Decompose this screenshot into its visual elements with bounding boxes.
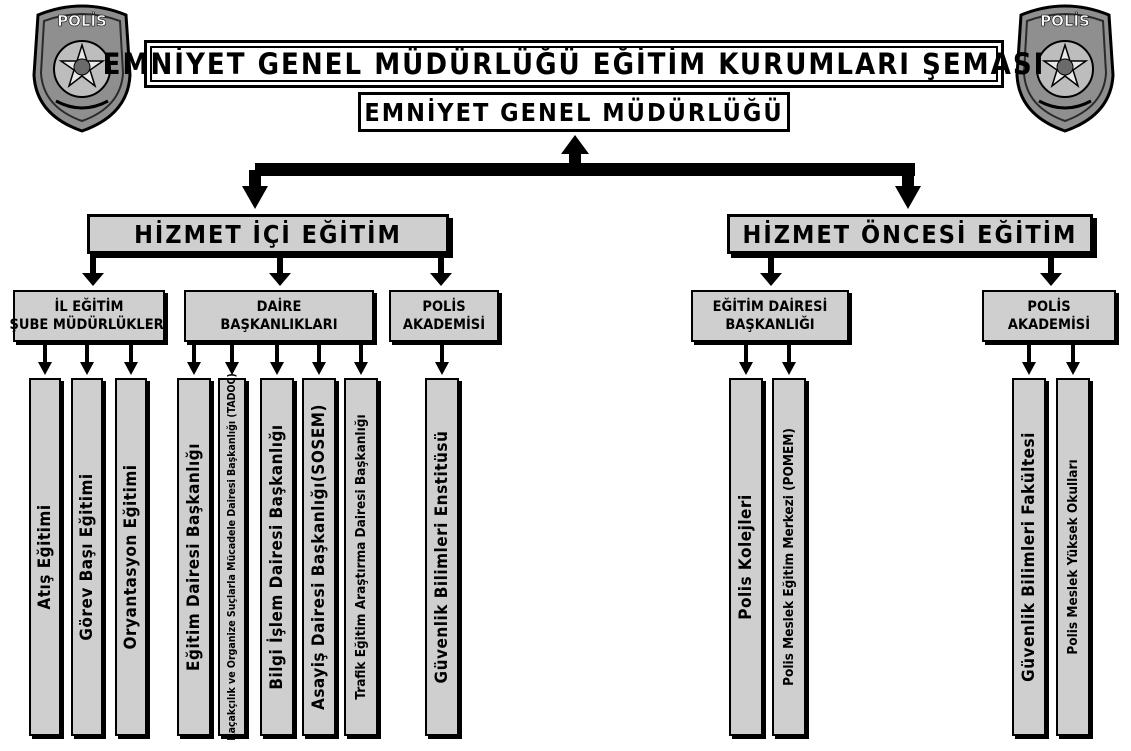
leaf-arrow-stem (275, 344, 279, 364)
diagram-title: EMNİYET GENEL MÜDÜRLÜĞÜ EĞİTİM KURUMLARI… (103, 40, 1043, 88)
leaf-arrow-stem (359, 344, 363, 364)
leaf-polis-meslek-yuksek-okullari: Polis Meslek Yüksek Okulları (1056, 378, 1090, 736)
group-label-line: AKADEMİSİ (1007, 317, 1091, 333)
branch-label: HİZMET İÇİ EĞİTİM (134, 219, 402, 249)
branch-arrow-left-stem (249, 170, 261, 188)
leaf-arrow-stem (440, 344, 444, 364)
leaf-bilgi-islem: Bilgi İşlem Dairesi Başkanlığı (260, 378, 294, 736)
group-arrow-head (269, 273, 291, 286)
leaf-arrow-head (187, 362, 201, 375)
leaf-arrow-head (80, 362, 94, 375)
leaf-guvenlik-bilimleri-fakultesi: Güvenlik Bilimleri Fakültesi (1012, 378, 1046, 736)
leaf-arrow-head (354, 362, 368, 375)
leaf-label: Oryantasyon Eğitimi (121, 464, 141, 650)
leaf-label: Eğitim Dairesi Başkanlığı (184, 443, 204, 671)
group-arrow-head (1040, 273, 1062, 286)
leaf-arrow-head (312, 362, 326, 375)
root-node: EMNİYET GENEL MÜDÜRLÜĞÜ (358, 92, 790, 132)
leaf-label: Asayiş Dairesi Başkanlığı(SOSEM) (309, 403, 329, 711)
group-arrow-head (82, 273, 104, 286)
group-egitim-dairesi: EĞİTİM DAİRESİ BAŞKANLIĞI (691, 290, 849, 342)
group-label-line: DAİRE (256, 299, 302, 315)
group-polis-akademisi-oncesi: POLİS AKADEMİSİ (982, 290, 1116, 342)
branch-arrow-right-stem (902, 170, 914, 188)
leaf-atis-egitimi: Atış Eğitimi (29, 378, 61, 736)
leaf-label: Polis Meslek Yüksek Okulları (1065, 459, 1081, 655)
leaf-label: Görev Başı Eğitimi (77, 473, 97, 641)
leaf-arrow-head (225, 362, 239, 375)
leaf-arrow-stem (317, 344, 321, 364)
group-label-line: ŞUBE MÜDÜRLÜKLERİ (9, 317, 169, 333)
branch-arrow-right-head (895, 186, 921, 209)
group-arrow-head (430, 273, 452, 286)
leaf-label: Güvenlik Bilimleri Fakültesi (1019, 432, 1039, 682)
leaf-egitim-dairesi-baskanligi: Eğitim Dairesi Başkanlığı (177, 378, 211, 736)
leaf-arrow-head (38, 362, 52, 375)
leaf-pomem: Polis Meslek Eğitim Merkezi (POMEM) (772, 378, 806, 736)
leaf-gorev-basi-egitimi: Görev Başı Eğitimi (71, 378, 103, 736)
badge-text: POLİS (1040, 11, 1090, 30)
group-label-line: BAŞKANLIKLARI (220, 317, 338, 333)
group-arrow-stem (438, 254, 444, 274)
leaf-arrow-stem (129, 344, 133, 364)
root-node-text: EMNİYET GENEL MÜDÜRLÜĞÜ (364, 97, 784, 127)
leaf-tadoc: Kaçakçılık ve Organize Suçlarla Mücadele… (218, 373, 246, 741)
leaf-arrow-stem (43, 344, 47, 364)
group-label-line: POLİS (1027, 299, 1071, 315)
leaf-label: Atış Eğitimi (35, 504, 55, 610)
leaf-oryantasyon-egitimi: Oryantasyon Eğitimi (115, 378, 147, 736)
badge-text: POLİS (57, 11, 107, 30)
title-frame (150, 46, 998, 82)
group-label-line: EĞİTİM DAİRESİ (712, 299, 828, 315)
group-arrow-stem (1048, 254, 1054, 274)
leaf-arrow-head (782, 362, 796, 375)
diagram-title-text: EMNİYET GENEL MÜDÜRLÜĞÜ EĞİTİM KURUMLARI… (102, 47, 1046, 81)
leaf-arrow-stem (1071, 344, 1075, 364)
leaf-label: Bilgi İşlem Dairesi Başkanlığı (267, 424, 287, 690)
leaf-arrow-stem (787, 344, 791, 364)
branch-label: HİZMET ÖNCESİ EĞİTİM (742, 219, 1078, 249)
group-label-line: POLİS (422, 299, 466, 315)
leaf-label: Güvenlik Bilimleri Enstitüsü (432, 430, 452, 684)
leaf-arrow-stem (192, 344, 196, 364)
branch-arrow-left-head (242, 186, 268, 209)
police-badge-left: POLİS (32, 3, 132, 133)
root-connector-stem (569, 152, 581, 166)
group-arrow-stem (768, 254, 774, 274)
group-label-line: BAŞKANLIĞI (725, 317, 815, 333)
leaf-label: Polis Kolejleri (736, 494, 756, 620)
leaf-label: Kaçakçılık ve Organize Suçlarla Mücadele… (226, 373, 238, 741)
leaf-arrow-head (1066, 362, 1080, 375)
branch-hizmet-ici: HİZMET İÇİ EĞİTİM (87, 214, 449, 254)
leaf-arrow-head (270, 362, 284, 375)
leaf-arrow-head (739, 362, 753, 375)
leaf-arrow-head (1022, 362, 1036, 375)
police-badge-right: POLİS (1015, 3, 1115, 133)
leaf-arrow-head (124, 362, 138, 375)
group-arrow-stem (277, 254, 283, 274)
group-polis-akademisi-ici: POLİS AKADEMİSİ (389, 290, 499, 342)
leaf-asayis-sosem: Asayiş Dairesi Başkanlığı(SOSEM) (302, 378, 336, 736)
leaf-arrow-head (435, 362, 449, 375)
group-arrow-head (760, 273, 782, 286)
leaf-polis-kolejleri: Polis Kolejleri (729, 378, 763, 736)
leaf-guvenlik-bilimleri-enstitusu: Güvenlik Bilimleri Enstitüsü (425, 378, 459, 736)
root-arrow-head (561, 135, 589, 154)
leaf-label: Trafik Eğitim Araştırma Dairesi Başkanlı… (353, 414, 369, 700)
group-label-line: İL EĞİTİM (54, 299, 124, 315)
group-arrow-stem (90, 254, 96, 274)
leaf-arrow-stem (1027, 344, 1031, 364)
leaf-arrow-stem (230, 344, 234, 364)
group-daire-baskanliklari: DAİRE BAŞKANLIKLARI (184, 290, 374, 342)
group-il-egitim: İL EĞİTİM ŞUBE MÜDÜRLÜKLERİ (9, 290, 169, 342)
group-label-line: AKADEMİSİ (402, 317, 486, 333)
leaf-trafik-egitim: Trafik Eğitim Araştırma Dairesi Başkanlı… (344, 378, 378, 736)
main-connector-bar (255, 163, 915, 176)
leaf-arrow-stem (85, 344, 89, 364)
branch-hizmet-oncesi: HİZMET ÖNCESİ EĞİTİM (727, 214, 1093, 254)
leaf-arrow-stem (744, 344, 748, 364)
leaf-label: Polis Meslek Eğitim Merkezi (POMEM) (781, 428, 797, 686)
